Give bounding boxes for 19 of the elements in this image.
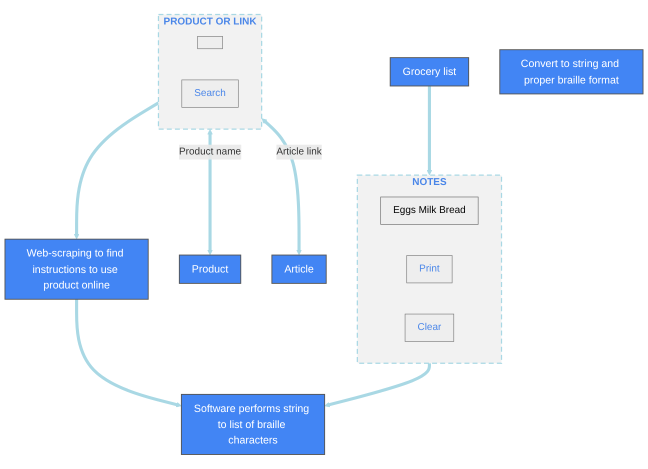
arrow xyxy=(74,102,160,240)
node-box: Search xyxy=(182,80,239,108)
arrow xyxy=(75,299,182,408)
edge-label: Article link xyxy=(276,146,322,158)
node-box: Article xyxy=(271,254,327,284)
node-box: Convert to string and proper braille format xyxy=(499,49,644,94)
node-box: Software performs string to list of braille characters xyxy=(180,394,326,455)
edge-label: Product name xyxy=(179,146,242,158)
arrow xyxy=(262,118,302,256)
node-box: Grocery list xyxy=(390,57,470,86)
node-box: Web-scraping to find instructions to use product online xyxy=(4,238,149,300)
node-box: Clear xyxy=(404,314,454,342)
node-box: Product xyxy=(178,254,242,284)
arrow xyxy=(207,129,213,256)
node-box xyxy=(197,36,223,50)
node-box: Print xyxy=(406,255,452,284)
arrow xyxy=(324,363,431,408)
node-box: Eggs Milk Bread xyxy=(380,196,478,225)
arrow xyxy=(426,86,432,176)
